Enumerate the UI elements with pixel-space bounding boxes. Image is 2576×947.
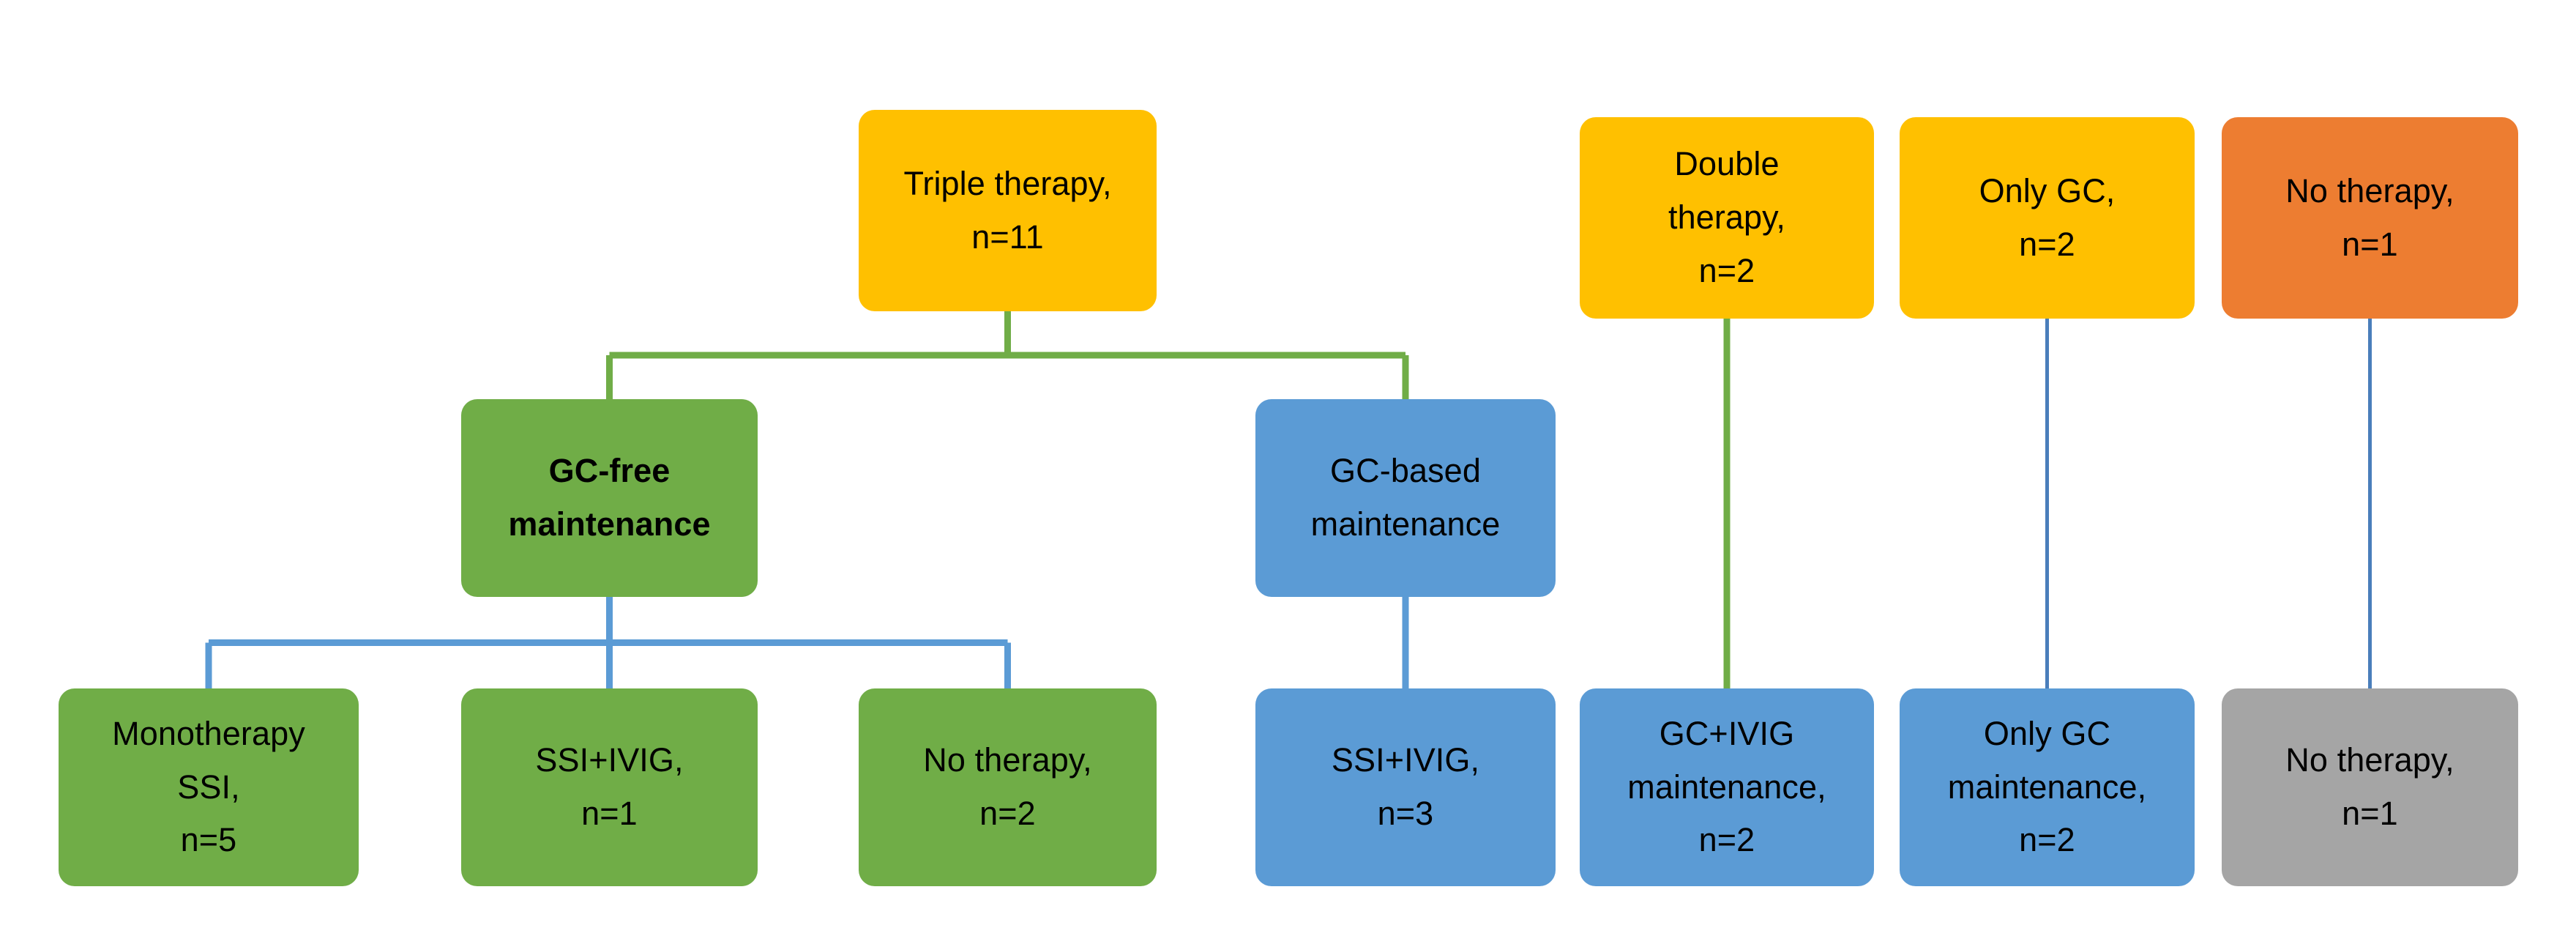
node-label-line: No therapy, xyxy=(2285,171,2454,209)
node-label-line: n=2 xyxy=(2019,821,2075,859)
node-label-line: therapy, xyxy=(1668,198,1786,237)
node-label-line: n=2 xyxy=(1698,821,1755,859)
node-label-line: maintenance xyxy=(1310,505,1501,543)
node-triple-therapy[interactable]: Triple therapy, n=11 xyxy=(859,110,1157,311)
node-double-therapy[interactable]: Double therapy, n=2 xyxy=(1580,117,1874,319)
node-gc-based-maintenance[interactable]: GC-based maintenance xyxy=(1255,399,1556,597)
node-label-line: n=3 xyxy=(1377,795,1434,832)
node-only-gc[interactable]: Only GC, n=2 xyxy=(1900,117,2195,319)
connector-triple-to-maintenance xyxy=(606,311,1409,399)
node-label-line: No therapy, xyxy=(923,741,1092,779)
node-label-line: n=5 xyxy=(180,821,237,859)
node-label-line: maintenance xyxy=(508,505,711,543)
node-only-gc-maintenance[interactable]: Only GC maintenance, n=2 xyxy=(1900,688,2195,886)
node-label-line: No therapy, xyxy=(2285,741,2454,779)
node-no-therapy-green[interactable]: No therapy, n=2 xyxy=(859,688,1157,886)
node-gc-free-maintenance[interactable]: GC-free maintenance xyxy=(461,399,758,597)
node-label-line: maintenance, xyxy=(1627,768,1826,806)
node-gc-ivig-maintenance[interactable]: GC+IVIG maintenance, n=2 xyxy=(1580,688,1874,886)
connector-gc-free-to-children xyxy=(205,597,1011,688)
node-label-line: SSI+IVIG, xyxy=(535,741,684,779)
node-no-therapy-gray[interactable]: No therapy, n=1 xyxy=(2222,688,2518,886)
node-label-line: Double xyxy=(1674,145,1780,183)
node-label-line: Only GC, xyxy=(1979,171,2116,209)
node-ssi-ivig-green[interactable]: SSI+IVIG, n=1 xyxy=(461,688,758,886)
node-label-line: GC-based xyxy=(1330,452,1481,490)
node-label-line: Triple therapy, xyxy=(903,164,1112,202)
node-label-line: n=1 xyxy=(581,795,638,832)
node-label-line: Monotherapy xyxy=(112,714,305,752)
node-label-line: n=1 xyxy=(2342,225,2398,263)
node-label-line: GC-free xyxy=(548,452,671,490)
node-label-line: maintenance, xyxy=(1947,768,2147,806)
node-label-line: Only GC xyxy=(1983,714,2111,752)
node-label-line: n=1 xyxy=(2342,795,2398,832)
node-label-line: n=2 xyxy=(1698,251,1755,289)
node-label-line: n=11 xyxy=(971,218,1044,256)
node-label-line: n=2 xyxy=(979,795,1036,832)
node-label-line: GC+IVIG xyxy=(1659,714,1795,752)
node-no-therapy-top[interactable]: No therapy, n=1 xyxy=(2222,117,2518,319)
node-label-line: SSI+IVIG, xyxy=(1331,741,1480,779)
node-label-line: n=2 xyxy=(2019,225,2075,263)
node-label-line: SSI, xyxy=(177,768,240,806)
node-ssi-ivig-blue[interactable]: SSI+IVIG, n=3 xyxy=(1255,688,1556,886)
